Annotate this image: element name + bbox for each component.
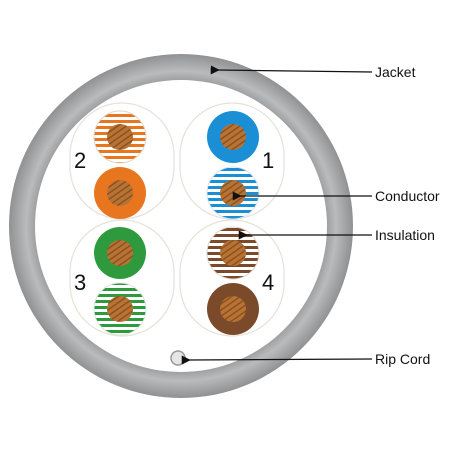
jacket-label: Jacket bbox=[375, 64, 416, 80]
pair-4: 4 bbox=[206, 226, 274, 335]
conductor-label: Conductor bbox=[375, 188, 440, 204]
conductor-green-white bbox=[107, 296, 133, 322]
conductor-brown-white bbox=[220, 240, 246, 266]
conductor-blue bbox=[220, 124, 246, 150]
conductor-green bbox=[107, 240, 133, 266]
conductor-brown bbox=[220, 296, 246, 322]
conductor-orange bbox=[107, 180, 133, 206]
rip-cord bbox=[170, 350, 186, 366]
rip-cord-label: Rip Cord bbox=[375, 351, 430, 367]
conductor-orange-white bbox=[107, 124, 133, 150]
pair-4-number: 4 bbox=[262, 270, 274, 295]
pair-3-number: 3 bbox=[74, 270, 86, 295]
pair-3: 3 bbox=[74, 227, 147, 336]
jacket-leader-line bbox=[210, 65, 373, 75]
pair-3-outline bbox=[69, 219, 175, 337]
pair-1-number: 1 bbox=[262, 148, 274, 173]
pair-4-outline bbox=[179, 219, 285, 337]
jacket-inner bbox=[35, 80, 327, 372]
pair-2-number: 2 bbox=[74, 148, 86, 173]
insulation-label: Insulation bbox=[375, 227, 435, 243]
pair-2: 2 bbox=[74, 110, 147, 219]
rip-cord-leader-line bbox=[181, 355, 373, 365]
pair-2-outline bbox=[69, 102, 175, 220]
leader-lines bbox=[181, 65, 373, 365]
conductor-blue-white bbox=[220, 180, 246, 206]
